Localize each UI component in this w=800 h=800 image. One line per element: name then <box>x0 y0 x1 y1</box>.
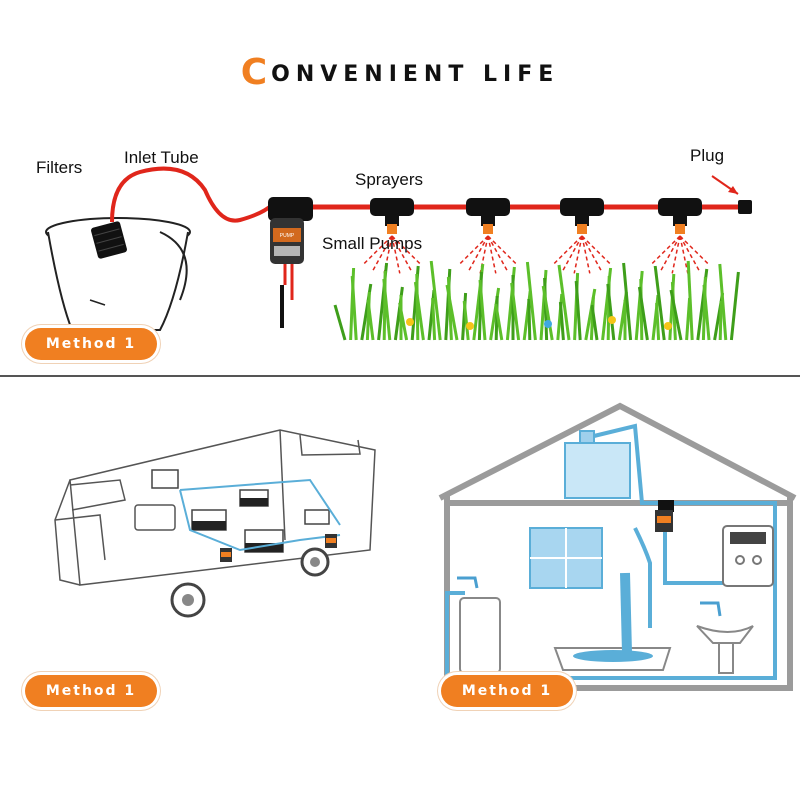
grass-icon <box>333 260 740 341</box>
sprayers-label: Sprayers <box>355 170 424 189</box>
sprayer-icon <box>362 198 710 274</box>
filter-icon <box>91 221 127 259</box>
method-badge-garden: Method 1 <box>25 328 157 360</box>
plug-icon <box>711 175 752 214</box>
method-badge-rv: Method 1 <box>25 675 157 707</box>
page-title: CONVENIENT LIFE <box>240 52 560 93</box>
filters-label: Filters <box>36 158 83 177</box>
inlet-tube-label: Inlet Tube <box>124 148 199 167</box>
method-badge-house: Method 1 <box>441 675 573 707</box>
house-icon <box>438 402 797 691</box>
section-divider <box>0 375 800 377</box>
small-pumps-label: Small Pumps <box>322 234 423 253</box>
inlet-tube <box>110 166 274 223</box>
plug-label: Plug <box>690 146 725 165</box>
svg-text:PUMP: PUMP <box>280 233 295 239</box>
pump-icon: PUMP <box>268 197 313 328</box>
rv-icon <box>54 429 376 618</box>
